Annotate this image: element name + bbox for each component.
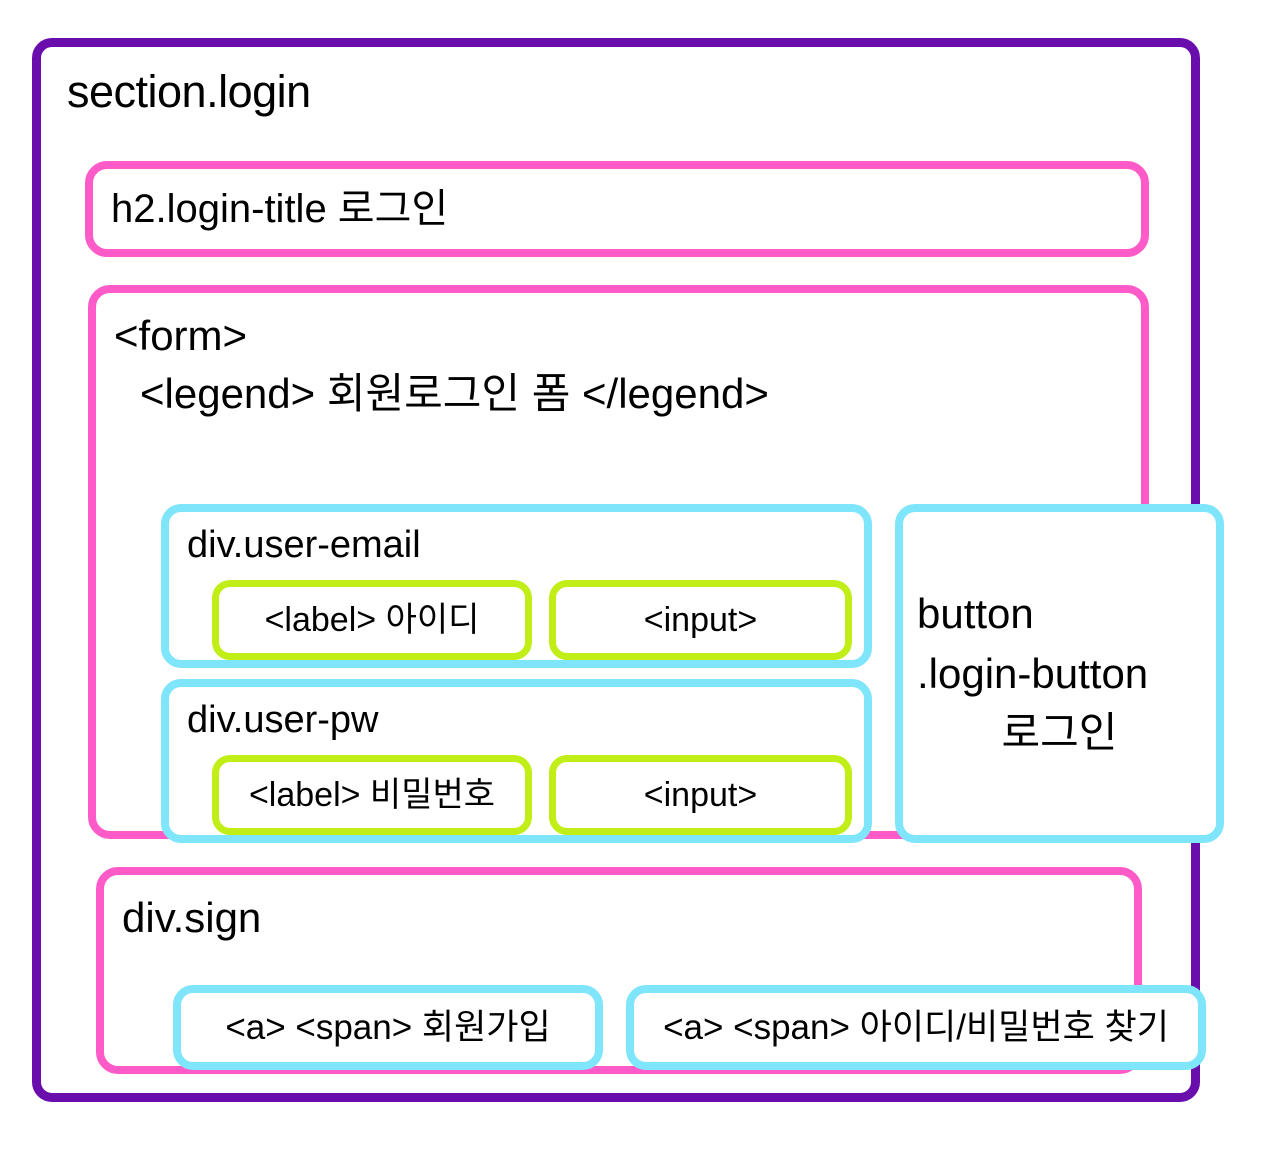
form-open-tag-label: <form> bbox=[114, 312, 248, 359]
anchor-find-account-text: <a> <span> 아이디/비밀번호 찾기 bbox=[663, 1008, 1169, 1047]
user-email-label-text: <label> 아이디 bbox=[264, 601, 480, 639]
user-pw-input-text: <input> bbox=[643, 776, 758, 814]
user-email-label-slot: <label> 아이디 bbox=[212, 580, 532, 660]
section-login-box: section.login h2.login-title 로그인 <form> … bbox=[32, 38, 1224, 1102]
div-sign-box: div.sign <a> <span> 회원가입 <a> <span> 아이디/… bbox=[96, 867, 1206, 1074]
anchor-signup-box[interactable]: <a> <span> 회원가입 bbox=[173, 985, 603, 1070]
login-button-class-label: .login-button bbox=[917, 649, 1149, 697]
div-user-pw-label: div.user-pw bbox=[187, 699, 379, 741]
login-button-tag-label: button bbox=[917, 590, 1034, 638]
login-button-box[interactable]: button .login-button 로그인 bbox=[895, 504, 1224, 843]
form-box: <form> <legend> 회원로그인 폼 </legend> div.us… bbox=[88, 285, 1224, 843]
anchor-find-account-box[interactable]: <a> <span> 아이디/비밀번호 찾기 bbox=[626, 985, 1206, 1070]
div-user-pw-box: div.user-pw <label> 비밀번호 <input> bbox=[161, 679, 872, 843]
h2-login-title-label: h2.login-title 로그인 bbox=[111, 187, 449, 231]
user-pw-label-text: <label> 비밀번호 bbox=[248, 776, 496, 814]
user-pw-input-slot[interactable]: <input> bbox=[549, 755, 852, 835]
anchor-signup-text: <a> <span> 회원가입 bbox=[225, 1008, 551, 1047]
div-sign-label: div.sign bbox=[122, 894, 262, 941]
div-user-email-label: div.user-email bbox=[187, 524, 421, 566]
form-legend-label: <legend> 회원로그인 폼 </legend> bbox=[140, 370, 769, 417]
user-email-input-slot[interactable]: <input> bbox=[549, 580, 852, 660]
user-email-input-text: <input> bbox=[643, 601, 758, 639]
section-login-label: section.login bbox=[67, 66, 311, 117]
div-user-email-box: div.user-email <label> 아이디 <input> bbox=[161, 504, 872, 668]
login-button-text-label: 로그인 bbox=[1001, 709, 1118, 757]
h2-login-title-box: h2.login-title 로그인 bbox=[85, 161, 1149, 257]
user-pw-label-slot: <label> 비밀번호 bbox=[212, 755, 532, 835]
